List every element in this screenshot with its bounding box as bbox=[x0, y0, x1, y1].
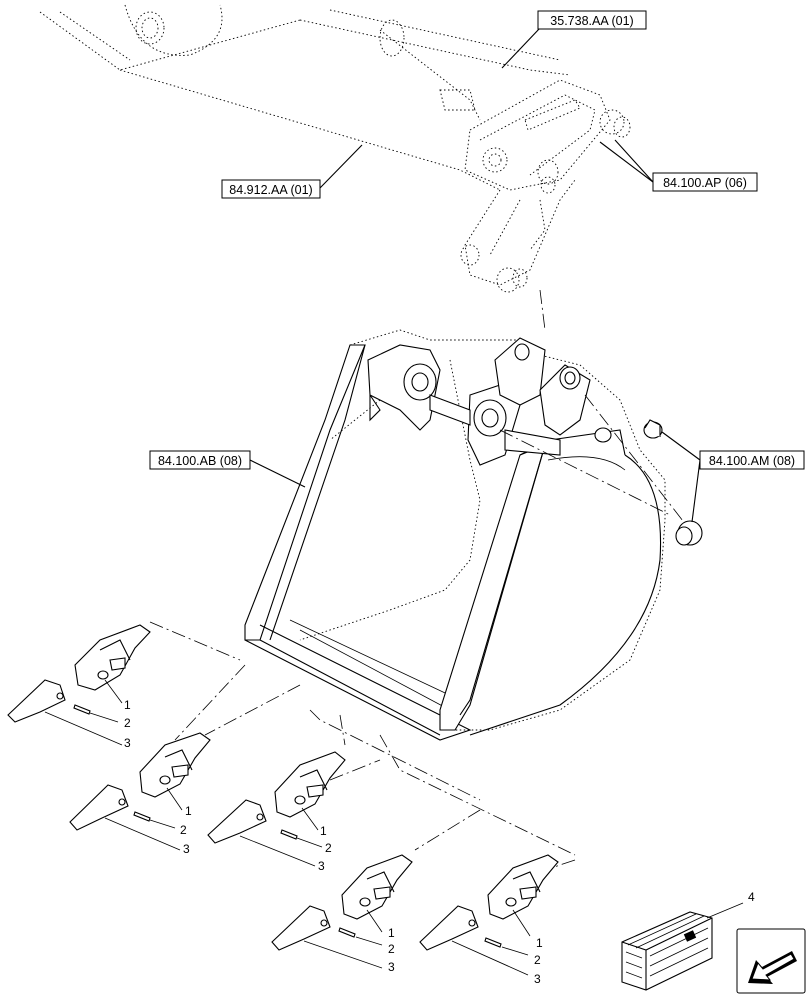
item-number-3: 3 bbox=[388, 960, 395, 974]
ref-callout-84-100-ab[interactable]: 84.100.AB (08) bbox=[149, 450, 306, 488]
kit-box-icon bbox=[621, 902, 744, 991]
ref-label-84-100-ap: 84.100.AP (06) bbox=[663, 176, 747, 190]
item-numbers-group-2: 1 2 3 bbox=[180, 804, 192, 856]
ref-callout-84-100-am[interactable]: 84.100.AM (08) bbox=[661, 431, 805, 523]
navigation-arrow-icon[interactable] bbox=[736, 928, 806, 994]
ref-label-84-100-ab: 84.100.AB (08) bbox=[158, 454, 242, 468]
item-number-2: 2 bbox=[388, 942, 395, 956]
ref-label-35-738: 35.738.AA (01) bbox=[550, 14, 633, 28]
tooth-group-3 bbox=[207, 751, 346, 867]
item-number-1: 1 bbox=[388, 926, 395, 940]
item-number-2: 2 bbox=[180, 823, 187, 837]
item-number-3: 3 bbox=[124, 736, 131, 750]
bushings bbox=[643, 419, 703, 546]
ref-callout-35-738[interactable]: 35.738.AA (01) bbox=[501, 10, 647, 69]
item-number-1: 1 bbox=[124, 698, 131, 712]
item-number-1: 1 bbox=[185, 804, 192, 818]
tooth-group-2 bbox=[69, 732, 211, 851]
item-number-3: 3 bbox=[534, 972, 541, 986]
ref-label-84-912: 84.912.AA (01) bbox=[229, 183, 312, 197]
tooth-group-4 bbox=[271, 854, 413, 969]
item-number-2: 2 bbox=[124, 716, 131, 730]
tooth-group-1 bbox=[7, 624, 151, 746]
ref-label-84-100-am: 84.100.AM (08) bbox=[709, 454, 795, 468]
item-number-1: 1 bbox=[536, 936, 543, 950]
item-number-2: 2 bbox=[534, 953, 541, 967]
item-number-2: 2 bbox=[325, 841, 332, 855]
item-numbers-group-3: 1 2 3 bbox=[318, 824, 332, 873]
item-numbers-group-1: 1 2 3 bbox=[124, 698, 131, 750]
item-number-3: 3 bbox=[183, 842, 190, 856]
item-numbers-group-4: 1 2 3 bbox=[388, 926, 395, 974]
ref-callout-84-100-ap[interactable]: 84.100.AP (06) bbox=[599, 139, 758, 192]
tooth-group-5 bbox=[419, 854, 559, 976]
item-number-4: 4 bbox=[748, 890, 755, 904]
bucket bbox=[244, 329, 691, 741]
arm-assembly bbox=[39, 4, 631, 331]
item-number-3: 3 bbox=[318, 859, 325, 873]
ref-callout-84-912[interactable]: 84.912.AA (01) bbox=[221, 144, 363, 199]
item-numbers-group-5: 1 2 3 bbox=[534, 936, 543, 986]
item-number-1: 1 bbox=[320, 824, 327, 838]
